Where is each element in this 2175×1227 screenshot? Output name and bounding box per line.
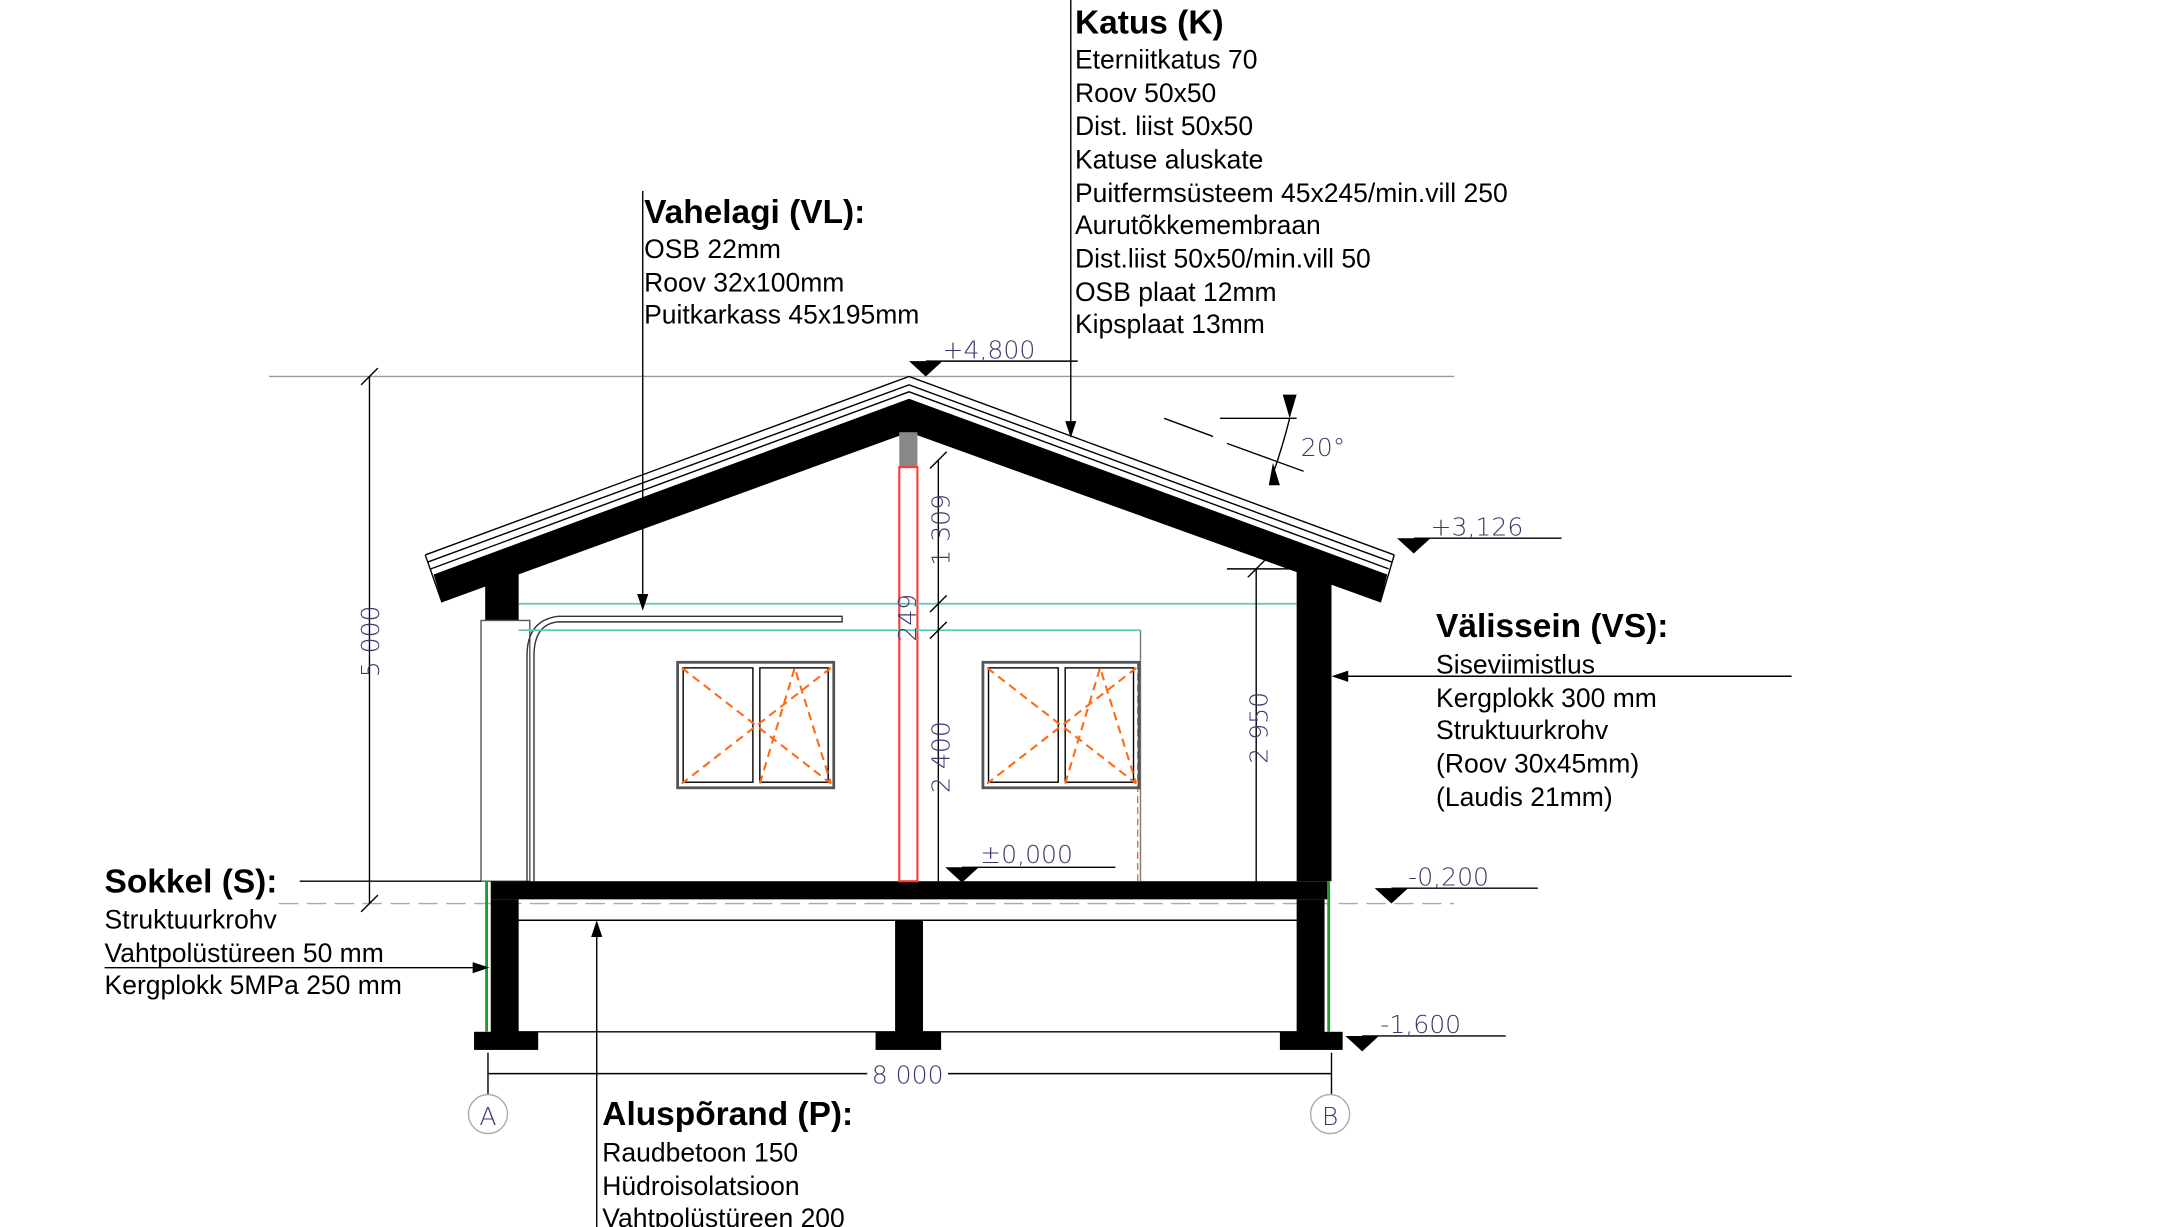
svg-text:Aurutõkkemembraan: Aurutõkkemembraan [1075,210,1321,240]
svg-text:Raudbetoon 150: Raudbetoon 150 [602,1137,798,1167]
level-markers [909,360,1562,1052]
level-ground: -0,200 [1408,862,1489,891]
svg-text:OSB plaat 12mm: OSB plaat 12mm [1075,277,1277,307]
axis-b-label: B [1322,1102,1338,1131]
aluspõrand-label: Aluspõrand (P): Raudbetoon 150 Hüdroisol… [602,1096,853,1227]
valissein-label: Välissein (VS): Siseviimistlus Kergplokk… [1436,608,1668,812]
dim-room-height: 2 400 [926,721,955,793]
svg-text:Dist.liist 50x50/min.vill 50: Dist.liist 50x50/min.vill 50 [1075,244,1371,274]
dim-upper: 1 309 [926,494,955,566]
svg-text:Katus (K): Katus (K) [1075,4,1224,41]
svg-text:Puitkarkass 45x195mm: Puitkarkass 45x195mm [644,299,919,329]
axis-a-marker [467,1093,509,1135]
svg-text:Struktuurkrohv: Struktuurkrohv [1436,715,1609,745]
partition-top [899,432,918,468]
svg-text:(Laudis 21mm): (Laudis 21mm) [1436,782,1613,812]
level-footing: -1,600 [1380,1010,1461,1039]
floor-slab [490,881,1328,900]
partition-wall [898,466,919,883]
svg-text:Vahtpolüstüreen 50 mm: Vahtpolüstüreen 50 mm [105,938,384,968]
roof-angle: 20° [1301,433,1345,462]
level-floor: ±0,000 [980,840,1073,869]
svg-text:Dist. liist 50x50: Dist. liist 50x50 [1075,111,1253,141]
roof [424,375,1395,603]
vahelagi-label: Vahelagi (VL): OSB 22mm Roov 32x100mm Pu… [644,194,919,329]
dim-width: 8 000 [872,1060,944,1089]
dim-total-height: 5 000 [356,605,385,677]
axis-a-label: A [479,1102,496,1131]
svg-text:Hüdroisolatsioon: Hüdroisolatsioon [602,1171,799,1201]
svg-text:Kergplokk 5MPa 250 mm: Kergplokk 5MPa 250 mm [105,970,402,1000]
svg-text:Kergplokk 300 mm: Kergplokk 300 mm [1436,683,1657,713]
svg-text:Puitfermsüsteem 45x245/min.vil: Puitfermsüsteem 45x245/min.vill 250 [1075,178,1508,208]
svg-text:OSB 22mm: OSB 22mm [644,234,781,264]
sokkel-label: Sokkel (S): Struktuurkrohv Vahtpolüstüre… [105,863,402,1000]
left-wall [485,571,519,621]
svg-text:Vahelagi (VL):: Vahelagi (VL): [644,194,865,231]
svg-text:Roov 32x100mm: Roov 32x100mm [644,267,844,297]
svg-text:Roov 50x50: Roov 50x50 [1075,78,1216,108]
svg-text:Eterniitkatus 70: Eterniitkatus 70 [1075,44,1258,74]
dim-wall-height: 2 950 [1244,692,1273,764]
svg-text:Struktuurkrohv: Struktuurkrohv [105,905,278,935]
level-ridge: +4,800 [943,335,1036,364]
svg-text:Kipsplaat 13mm: Kipsplaat 13mm [1075,309,1265,339]
axis-b-marker [1309,1093,1351,1135]
svg-text:(Roov 30x45mm): (Roov 30x45mm) [1436,748,1639,778]
svg-text:Vahtpolüstüreen 200: Vahtpolüstüreen 200 [602,1203,844,1227]
dimension-lines [360,367,1333,1095]
leader-lines [104,0,1792,1227]
dim-floor-thickness: 249 [893,594,922,642]
window-left [676,660,836,790]
level-eave: +3,126 [1430,512,1523,541]
svg-text:Sokkel (S):: Sokkel (S): [105,863,278,900]
garage-door [480,619,531,882]
katus-label: Katus (K) Eterniitkatus 70 Roov 50x50 Di… [1075,4,1508,339]
svg-text:Välissein (VS):: Välissein (VS): [1436,608,1668,645]
svg-text:Aluspõrand (P):: Aluspõrand (P): [602,1096,853,1133]
window-right [981,660,1141,790]
right-wall [1296,571,1332,882]
svg-text:Katuse aluskate: Katuse aluskate [1075,145,1263,175]
foundation [474,881,1343,1050]
svg-text:Siseviimistlus: Siseviimistlus [1436,649,1595,679]
